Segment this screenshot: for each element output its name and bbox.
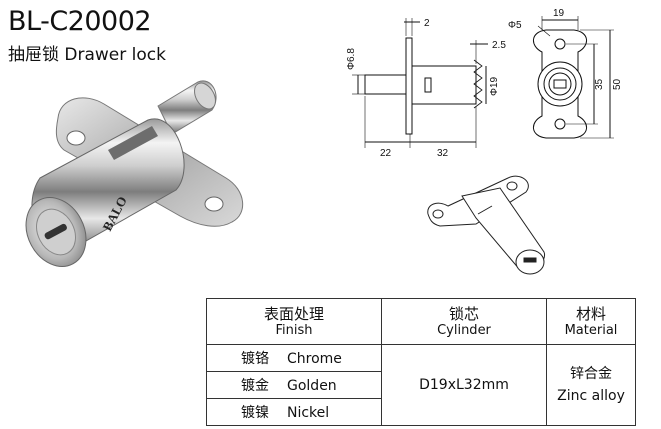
dim-flange-thickness: 2	[424, 18, 430, 29]
lock-sketch	[427, 175, 546, 275]
cylinder-size: D19xL32mm	[381, 344, 547, 426]
dim-cam-offset: 2.5	[492, 40, 506, 51]
dim-hole-diameter: Φ5	[508, 20, 522, 31]
dim-hole-pitch: 35	[594, 78, 605, 90]
lock-photo: BALO	[25, 80, 244, 267]
dim-pin-diameter: Φ6.8	[346, 48, 357, 70]
flange-hole-left	[66, 130, 86, 146]
front-view-drawing	[533, 16, 614, 139]
material-value: 锌合金 Zinc alloy	[546, 344, 636, 426]
flange-hole-right	[204, 196, 224, 212]
header-material: 材料 Material	[546, 298, 636, 345]
spec-header-row: 表面处理 Finish 锁芯 Cylinder 材料 Material	[206, 298, 636, 345]
header-finish: 表面处理 Finish	[206, 298, 382, 345]
dim-body-length: 32	[437, 148, 449, 159]
product-code: BL-C20002	[8, 6, 152, 37]
product-subtitle: 抽屉锁 Drawer lock	[8, 45, 166, 65]
header-cylinder: 锁芯 Cylinder	[381, 298, 547, 345]
side-view-drawing	[352, 18, 488, 148]
dim-flange-height: 50	[612, 78, 623, 90]
dim-body-diameter: Φ19	[489, 76, 500, 96]
dim-flange-width: 19	[553, 8, 565, 19]
dim-pin-length: 22	[380, 148, 392, 159]
keyway	[44, 223, 67, 240]
